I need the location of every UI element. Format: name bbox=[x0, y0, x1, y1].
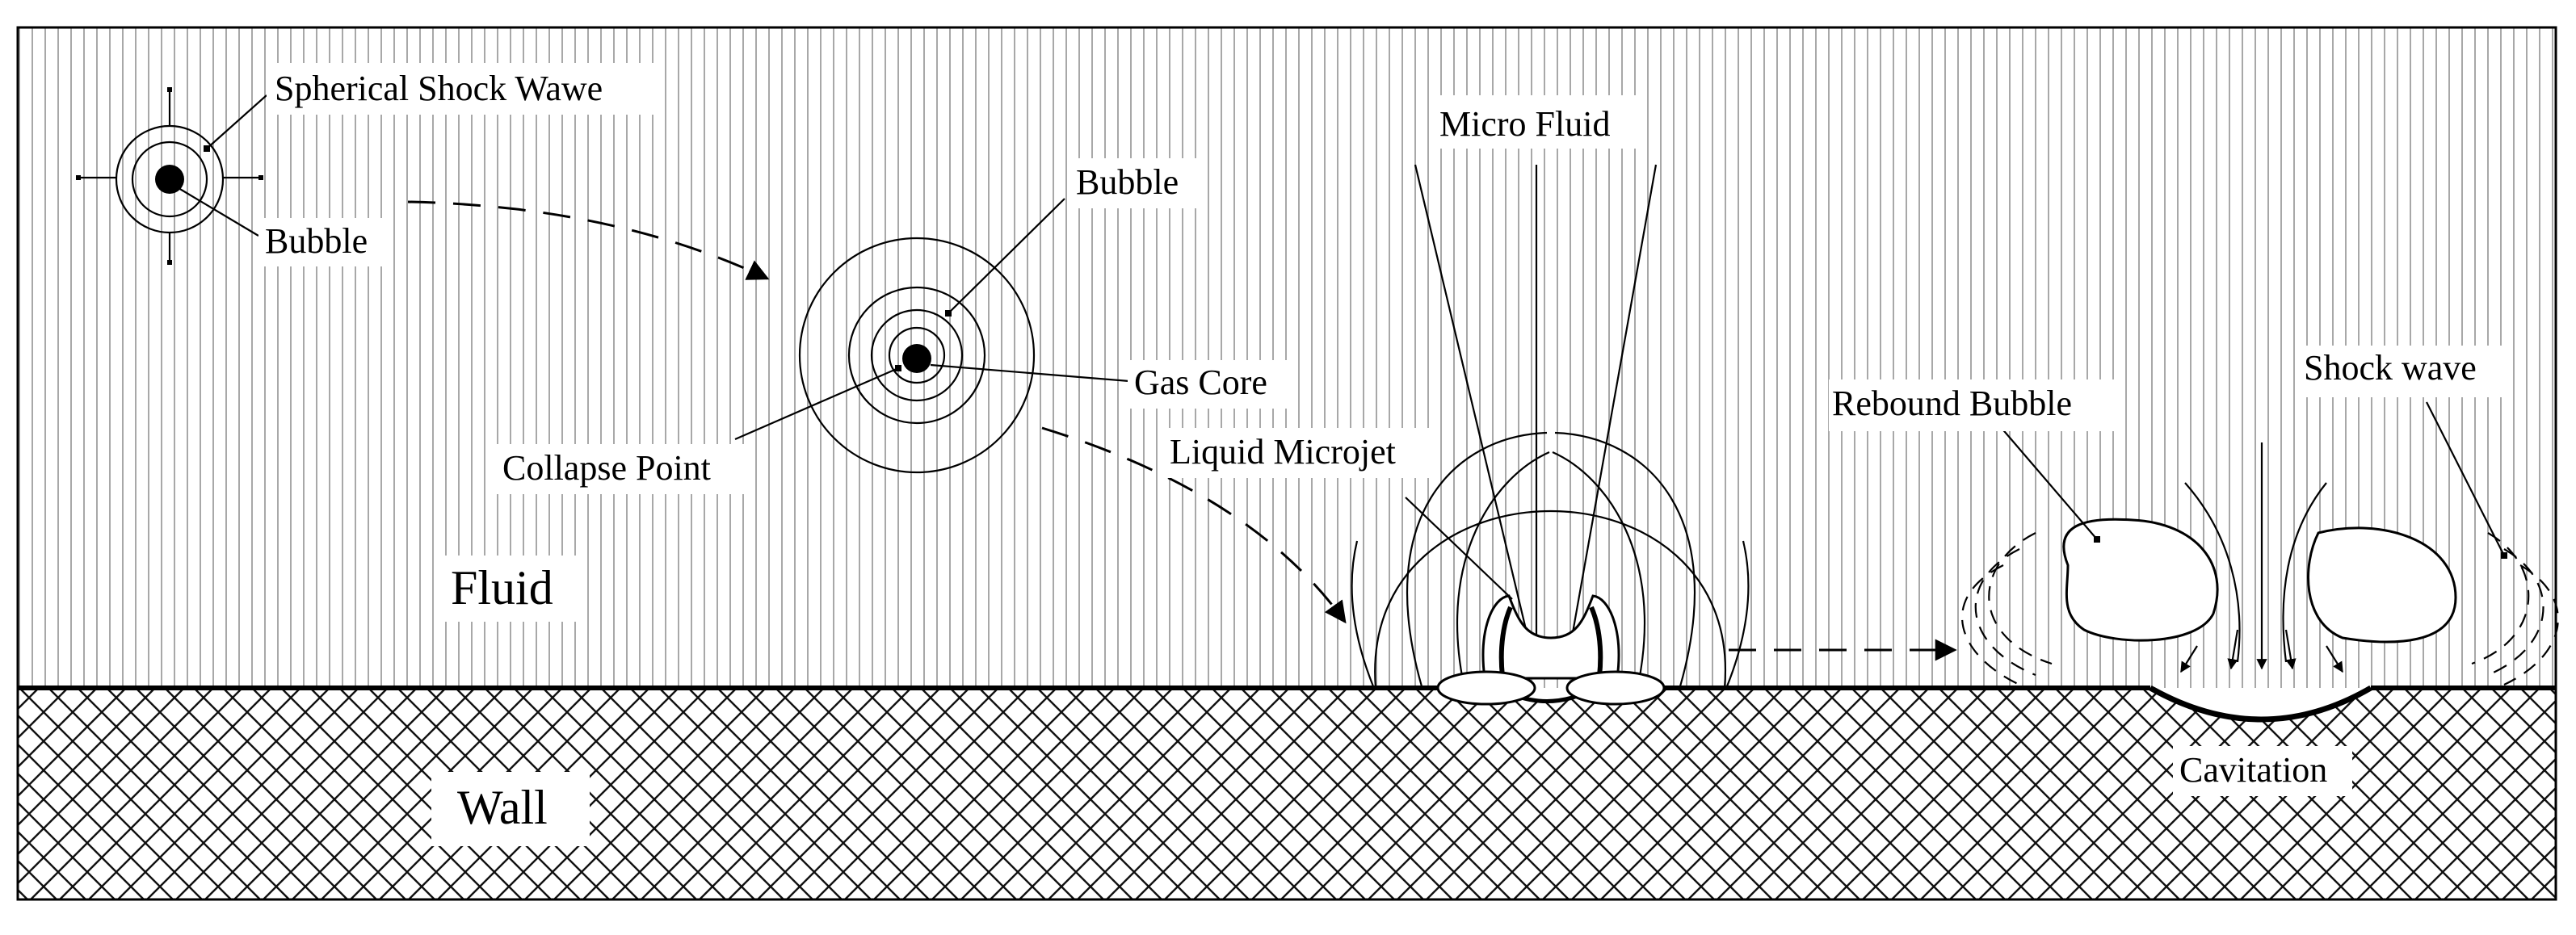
label-wall: Wall bbox=[457, 781, 548, 834]
label-bubble-mid: Bubble bbox=[1076, 162, 1179, 202]
label-liquid-microjet: Liquid Microjet bbox=[1170, 432, 1396, 472]
label-collapse-point: Collapse Point bbox=[502, 448, 711, 488]
label-bubble-small: Bubble bbox=[265, 221, 368, 261]
rebound-bubble-right bbox=[2307, 526, 2457, 644]
transition-arrow-2 bbox=[1041, 426, 1347, 624]
stage-1-bubble bbox=[76, 87, 267, 265]
stage-4-rebound bbox=[1960, 401, 2559, 686]
label-rebound-bubble: Rebound Bubble bbox=[1832, 384, 2072, 423]
label-shock-wave: Shock wave bbox=[2304, 348, 2477, 388]
cavitation-pit bbox=[2149, 685, 2372, 723]
label-gas-core: Gas Core bbox=[1134, 363, 1267, 402]
stage-3-microjet bbox=[1351, 164, 1750, 706]
label-fluid: Fluid bbox=[451, 561, 553, 614]
label-spherical-shock-wave: Spherical Shock Wawe bbox=[275, 69, 603, 108]
diagram-border bbox=[16, 26, 2557, 901]
transition-arrow-1 bbox=[407, 200, 770, 280]
label-cavitation: Cavitation bbox=[2179, 750, 2327, 790]
label-micro-fluid: Micro Fluid bbox=[1439, 104, 1610, 144]
rebound-bubble-left bbox=[2062, 518, 2219, 642]
stage-2-bubble bbox=[734, 198, 1130, 474]
gas-core-dot bbox=[902, 344, 931, 373]
